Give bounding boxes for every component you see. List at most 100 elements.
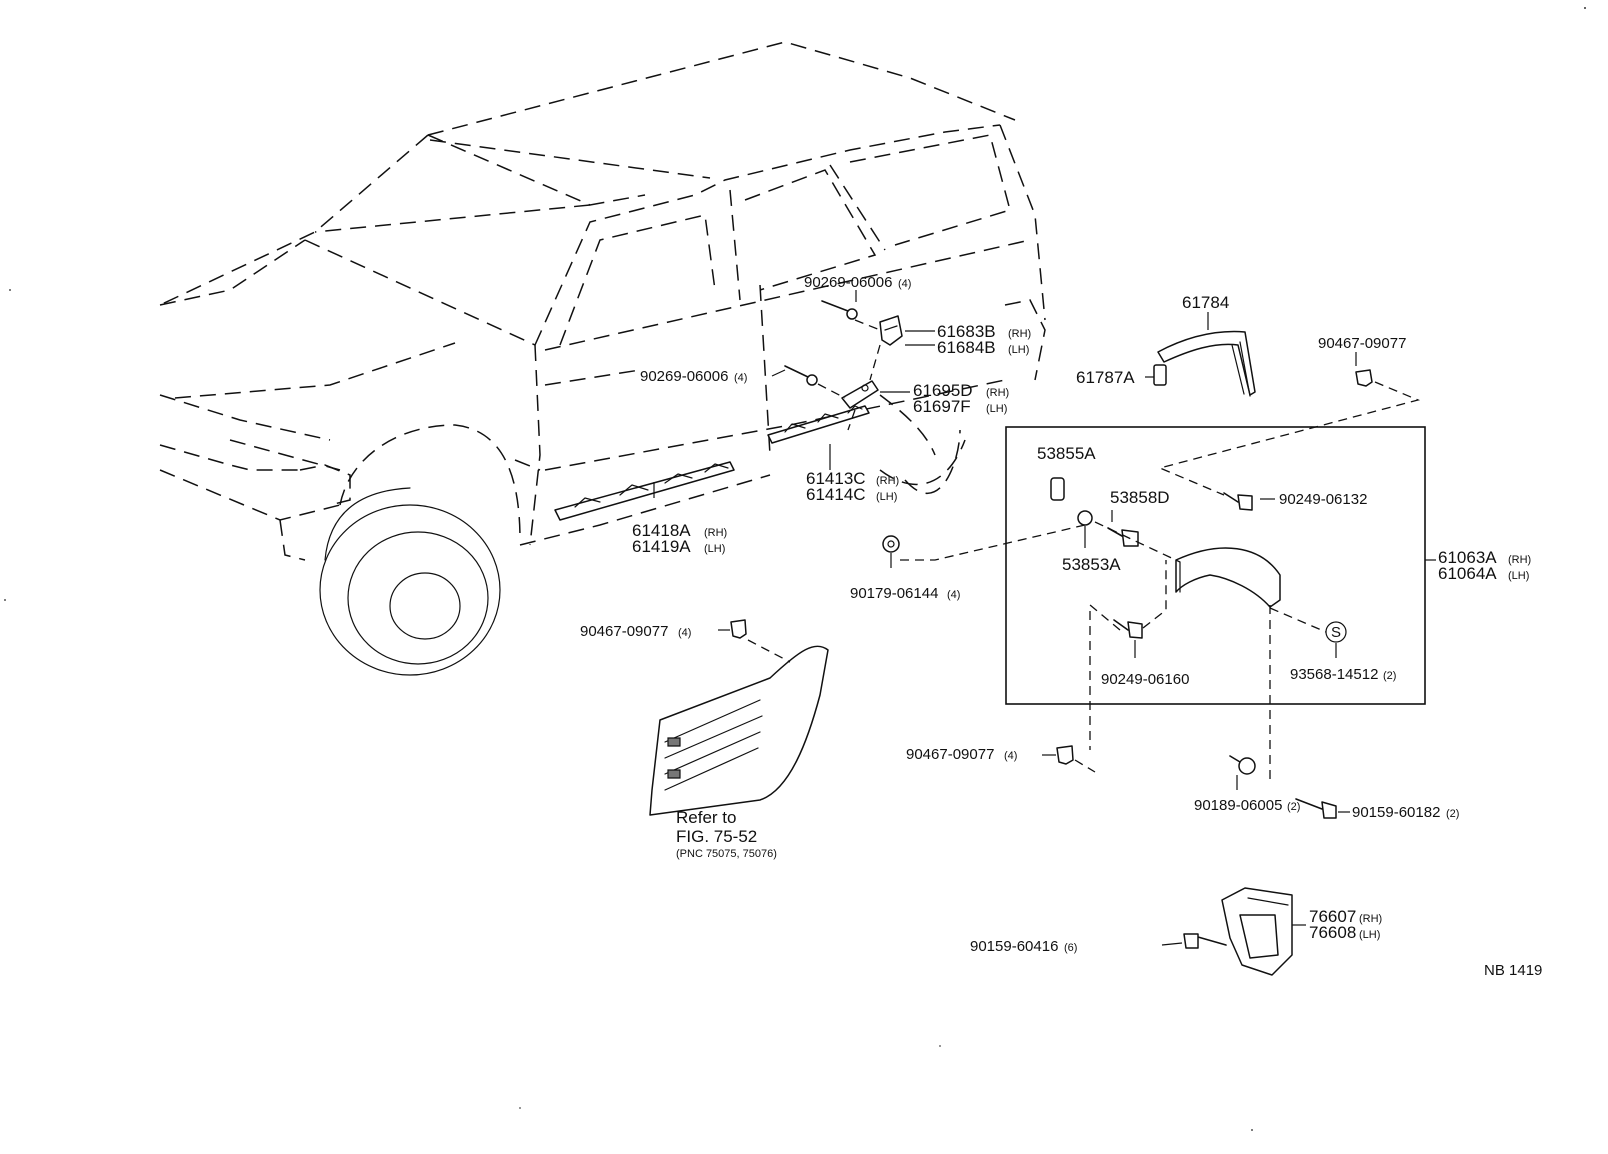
callout-qty: (2) bbox=[1383, 670, 1396, 682]
callout-qty: (6) bbox=[1064, 942, 1077, 954]
callout-part: 76608 bbox=[1309, 923, 1356, 942]
callout-part: 61684B bbox=[937, 338, 996, 357]
callout-part: 93568-14512 bbox=[1290, 666, 1378, 683]
callout-90159-bottom: 90159-60416 (6) bbox=[970, 938, 1077, 955]
nut-90189 bbox=[1229, 755, 1256, 775]
callout-qty: (2) bbox=[1446, 808, 1459, 820]
screw-90159-right bbox=[1295, 798, 1337, 819]
callout-part: 61697F bbox=[913, 397, 971, 416]
callout-part: 90179-06144 bbox=[850, 585, 938, 602]
callout-53853: 53853A bbox=[1062, 555, 1121, 574]
callout-part: 61695D bbox=[913, 381, 973, 400]
clip-61787 bbox=[1153, 364, 1167, 386]
rocker-moulding-rear bbox=[767, 405, 870, 444]
callout-90467-mid: 90467-09077 (4) bbox=[906, 746, 1017, 763]
callout-90159-right: 90159-60182 (2) bbox=[1352, 804, 1459, 821]
scan-specks bbox=[4, 7, 1586, 1131]
arch-moulding-61784 bbox=[1157, 330, 1256, 397]
callout-76607: 76607 (RH) bbox=[1309, 907, 1382, 926]
seal-mark: S bbox=[1331, 624, 1341, 641]
callout-61063: 61063A (RH) bbox=[1438, 548, 1531, 567]
callout-side: (RH) bbox=[1508, 554, 1531, 566]
quarter-moulding-refer bbox=[649, 645, 829, 816]
clip-90269-upper bbox=[821, 300, 858, 320]
callout-qty: (4) bbox=[678, 627, 691, 639]
callout-76608: 76608 (LH) bbox=[1309, 923, 1380, 942]
clip-90467-topright bbox=[1355, 369, 1373, 387]
callout-part: 61413C bbox=[806, 469, 866, 488]
callout-side: (LH) bbox=[704, 543, 725, 555]
callout-90249-upper: 90249-06132 bbox=[1279, 491, 1367, 508]
callout-side: (RH) bbox=[876, 475, 899, 487]
clip-90467-left bbox=[730, 619, 747, 639]
callout-90249-lower: 90249-06160 bbox=[1101, 671, 1189, 688]
bracket-61683 bbox=[879, 315, 903, 346]
vehicle-outline bbox=[159, 41, 1046, 676]
mud-guard-76607 bbox=[1221, 887, 1293, 976]
detail-box bbox=[1005, 426, 1426, 705]
callout-part: 61683B bbox=[937, 322, 996, 341]
callout-side: (RH) bbox=[1359, 913, 1382, 925]
callout-side: (LH) bbox=[1008, 344, 1029, 356]
callout-90189: 90189-06005 (2) bbox=[1194, 797, 1300, 814]
callout-part: 61414C bbox=[806, 485, 866, 504]
callout-90467-left: 90467-09077 (4) bbox=[580, 623, 691, 640]
callout-side: (LH) bbox=[1359, 929, 1380, 941]
callout-side: (RH) bbox=[986, 387, 1009, 399]
callout-side: (RH) bbox=[1008, 328, 1031, 340]
callout-qty: (2) bbox=[1287, 801, 1300, 813]
bracket-61695 bbox=[841, 380, 879, 409]
callout-61064: 61064A (LH) bbox=[1438, 564, 1529, 583]
callout-61695: 61695D (RH) bbox=[913, 381, 1009, 400]
nut-90179 bbox=[882, 535, 900, 553]
callout-61413: 61413C (RH) bbox=[806, 469, 899, 488]
refer-line-2: FIG. 75-52 bbox=[676, 827, 757, 846]
callout-part: 76607 bbox=[1309, 907, 1356, 926]
callout-61419: 61419A (LH) bbox=[632, 537, 725, 556]
callout-qty: (4) bbox=[1004, 750, 1017, 762]
callout-part: 90159-60182 bbox=[1352, 804, 1440, 821]
callout-61697: 61697F (LH) bbox=[913, 397, 1007, 416]
callout-qty: (4) bbox=[898, 278, 911, 290]
leader-lines bbox=[653, 290, 1436, 946]
rocker-moulding-front bbox=[554, 461, 735, 521]
detail-parts: S bbox=[1050, 477, 1347, 643]
callout-61684: 61684B (LH) bbox=[937, 338, 1029, 357]
callout-part: 61419A bbox=[632, 537, 691, 556]
callout-61414: 61414C (LH) bbox=[806, 485, 897, 504]
callout-53855: 53855A bbox=[1037, 444, 1096, 463]
callout-side: (LH) bbox=[876, 491, 897, 503]
callout-part: 90467-09077 bbox=[906, 746, 994, 763]
callout-part: 61064A bbox=[1438, 564, 1497, 583]
refer-line-1: Refer to bbox=[676, 808, 736, 827]
callout-qty: (4) bbox=[947, 589, 960, 601]
callout-90269-upper: 90269-06006 (4) bbox=[804, 274, 911, 291]
callout-side: (RH) bbox=[704, 527, 727, 539]
callout-side: (LH) bbox=[986, 403, 1007, 415]
callout-side: (LH) bbox=[1508, 570, 1529, 582]
callout-90179: 90179-06144 (4) bbox=[850, 585, 960, 602]
callout-part: 90159-60416 bbox=[970, 938, 1058, 955]
callout-part: 61418A bbox=[632, 521, 691, 540]
refer-line-3: (PNC 75075, 75076) bbox=[676, 848, 777, 860]
callout-part: 61063A bbox=[1438, 548, 1497, 567]
screw-90159-bottom bbox=[1183, 933, 1227, 949]
diagram-code: NB 1419 bbox=[1484, 962, 1542, 979]
callout-part: 90269-06006 bbox=[804, 274, 892, 291]
callout-61418: 61418A (RH) bbox=[632, 521, 727, 540]
callout-qty: (4) bbox=[734, 372, 747, 384]
callout-61787: 61787A bbox=[1076, 368, 1135, 387]
callout-61784: 61784 bbox=[1182, 293, 1229, 312]
callout-90467-topright: 90467-09077 bbox=[1318, 335, 1406, 352]
callout-53858: 53858D bbox=[1110, 488, 1170, 507]
callout-61683: 61683B (RH) bbox=[937, 322, 1031, 341]
refer-note: Refer to FIG. 75-52 (PNC 75075, 75076) bbox=[676, 808, 777, 860]
callout-part: 90269-06006 bbox=[640, 368, 728, 385]
callout-90269-lower: 90269-06006 (4) bbox=[640, 368, 747, 385]
clip-90269-lower bbox=[784, 365, 818, 386]
callout-part: 90467-09077 bbox=[580, 623, 668, 640]
clip-90467-mid bbox=[1056, 745, 1074, 765]
callout-part: 90189-06005 bbox=[1194, 797, 1282, 814]
callout-93568: 93568-14512 (2) bbox=[1290, 666, 1396, 683]
